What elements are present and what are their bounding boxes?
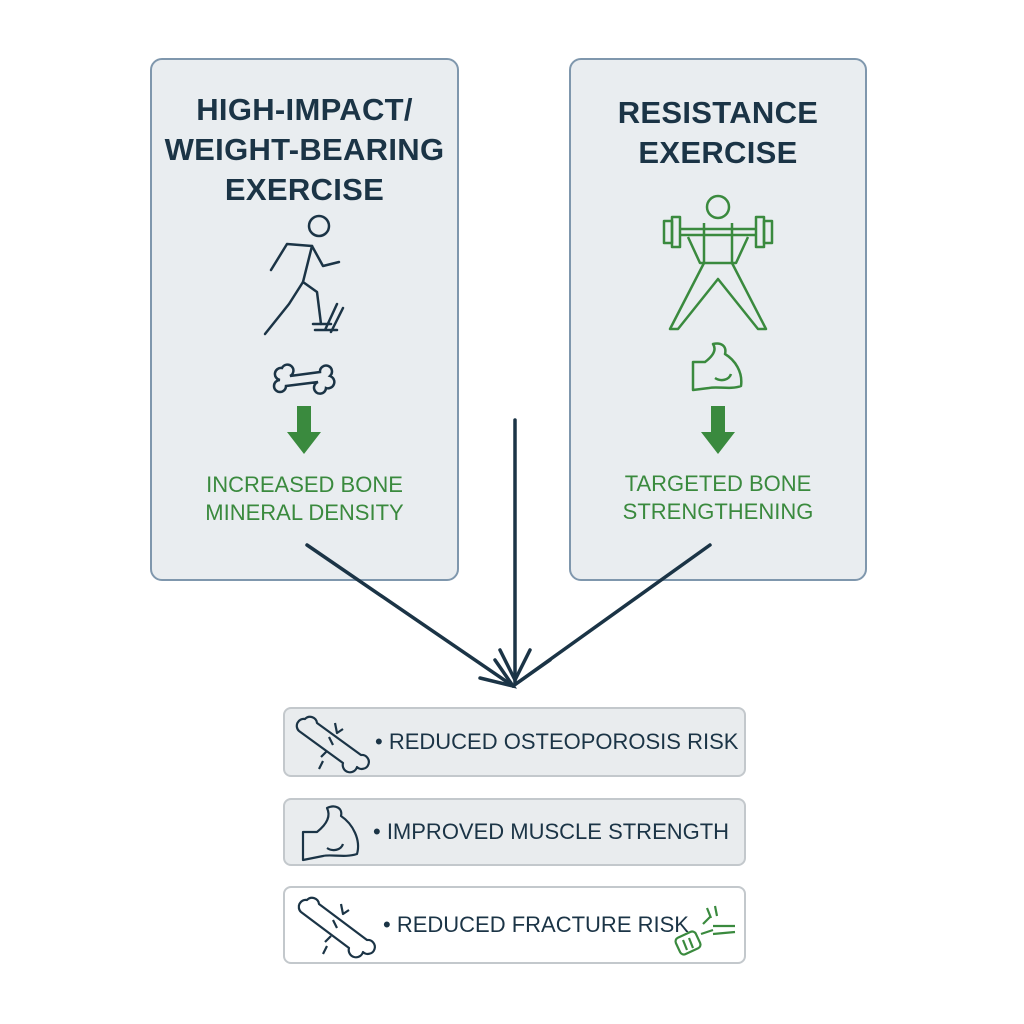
title-line: RESISTANCE (617, 95, 819, 130)
outcome-text: TARGETED BONE STRENGTHENING (571, 470, 865, 526)
left-arrow (305, 543, 515, 688)
outcome-line: TARGETED BONE (624, 471, 812, 496)
title-line: EXERCISE (638, 135, 798, 170)
flexed-arm-icon (691, 342, 743, 392)
resistance-panel: RESISTANCE EXERCISE TARGETED BONE STRENG… (569, 58, 867, 581)
result-label: • REDUCED FRACTURE RISK (383, 912, 689, 937)
result-fracture: • REDUCED FRACTURE RISK (283, 886, 746, 964)
title-line: WEIGHT-BEARING (164, 132, 445, 167)
result-osteoporosis: • REDUCED OSTEOPOROSIS RISK (283, 707, 746, 777)
cracked-bone-icon (295, 715, 370, 774)
running-person-icon (263, 214, 345, 336)
panel-title: RESISTANCE EXERCISE (571, 93, 865, 173)
result-label: • IMPROVED MUSCLE STRENGTH (373, 819, 730, 844)
outcome-line: MINERAL DENSITY (205, 500, 404, 525)
bone-icon (272, 363, 336, 395)
weightlifter-icon (662, 194, 774, 331)
result-muscle: • IMPROVED MUSCLE STRENGTH (283, 798, 746, 866)
down-arrow-icon (287, 406, 321, 454)
arrowheads (478, 648, 552, 689)
title-line: EXERCISE (224, 172, 385, 207)
impact-joint-icon (674, 905, 736, 956)
down-arrow-icon (701, 406, 735, 454)
cracked-bone-icon (297, 896, 376, 959)
title-line: HIGH-IMPACT/ (196, 92, 413, 127)
outcome-text: INCREASED BONE MINERAL DENSITY (152, 471, 457, 527)
high-impact-panel: HIGH-IMPACT/ WEIGHT-BEARING EXERCISE INC… (150, 58, 459, 581)
panel-title: HIGH-IMPACT/ WEIGHT-BEARING EXERCISE (152, 90, 457, 210)
flexed-arm-icon (301, 805, 360, 862)
result-label: • REDUCED OSTEOPOROSIS RISK (375, 729, 739, 754)
outcome-line: STRENGTHENING (622, 499, 814, 524)
outcome-line: INCREASED BONE (206, 472, 403, 497)
